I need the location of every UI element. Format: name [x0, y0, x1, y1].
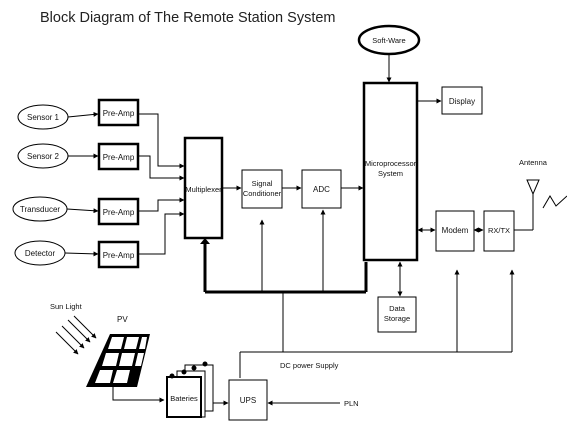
signal-conditioner-block: Signal Conditioner — [242, 170, 282, 208]
diagram-title: Block Diagram of The Remote Station Syst… — [40, 10, 336, 26]
modem-block: Modem — [436, 211, 474, 251]
preamp-2: Pre-Amp — [99, 144, 138, 169]
antenna: Antenna — [514, 158, 567, 230]
preamp-1: Pre-Amp — [99, 100, 138, 125]
signal-conditioner-label-1: Signal — [252, 179, 273, 188]
microprocessor-label-2: System — [378, 169, 403, 178]
sensor-2-node: Sensor 2 — [18, 144, 68, 168]
microprocessor-block: Microprocessor System — [364, 83, 417, 260]
preamp-3-label: Pre-Amp — [103, 208, 135, 217]
transducer-label: Transducer — [20, 205, 61, 214]
display-block: Display — [442, 87, 482, 114]
display-label: Display — [449, 97, 475, 106]
preamp-4-label: Pre-Amp — [103, 251, 135, 260]
detector-node: Detector — [15, 241, 65, 265]
sensor-1-label: Sensor 1 — [27, 113, 60, 122]
antenna-label: Antenna — [519, 158, 548, 167]
preamp-to-mux-lines — [139, 114, 184, 254]
rxtx-label: RX/TX — [488, 226, 510, 235]
batteries-block: Bateries — [167, 362, 213, 418]
detector-label: Detector — [25, 249, 56, 258]
signal-conditioner-label-2: Conditioner — [243, 189, 282, 198]
input-arrows — [65, 114, 98, 254]
data-storage-label-2: Storage — [384, 314, 410, 323]
ups-label: UPS — [240, 396, 256, 405]
adc-label: ADC — [313, 185, 330, 194]
bateries-label: Bateries — [170, 394, 198, 403]
radio-wave-icon — [543, 196, 567, 208]
preamp-2-label: Pre-Amp — [103, 153, 135, 162]
multiplexer-label: Multiplexer — [185, 185, 222, 194]
sensor-1-node: Sensor 1 — [18, 105, 68, 129]
pv-panel: PV — [86, 315, 164, 400]
microprocessor-label-1: Microprocessor — [365, 159, 417, 168]
data-storage-block: Data Storage — [378, 297, 416, 332]
adc-block: ADC — [302, 170, 341, 208]
control-bus — [200, 238, 366, 292]
modem-label: Modem — [442, 226, 469, 235]
sun-light-label: Sun Light — [50, 302, 83, 311]
ups-block: UPS — [229, 380, 267, 420]
data-storage-label-1: Data — [389, 304, 406, 313]
sun-light: Sun Light — [50, 302, 96, 354]
pln-label: PLN — [344, 399, 359, 408]
rxtx-block: RX/TX — [484, 211, 514, 251]
dc-power-supply-label: DC power Supply — [280, 361, 339, 370]
antenna-icon — [527, 180, 539, 194]
preamp-3: Pre-Amp — [99, 199, 138, 224]
transducer-node: Transducer — [13, 197, 67, 221]
pv-label: PV — [117, 315, 128, 324]
sensor-2-label: Sensor 2 — [27, 152, 60, 161]
multiplexer-block: Multiplexer — [185, 138, 222, 238]
preamp-1-label: Pre-Amp — [103, 109, 135, 118]
software-node: Soft-Ware — [359, 26, 419, 54]
preamp-4: Pre-Amp — [99, 242, 138, 267]
software-label: Soft-Ware — [372, 36, 405, 45]
